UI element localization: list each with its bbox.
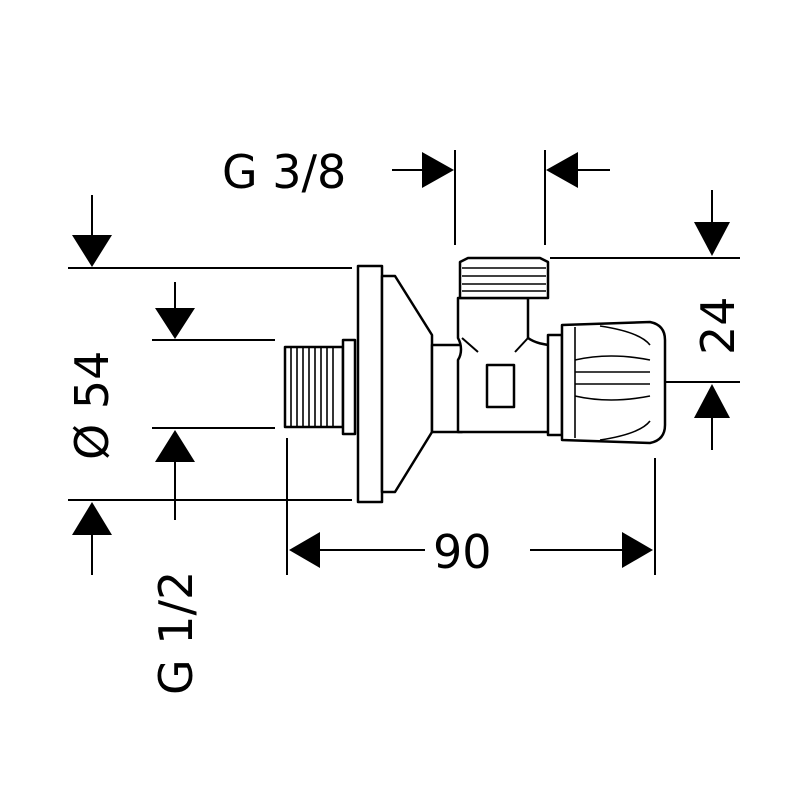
arrow-outlet-right xyxy=(546,152,578,188)
inlet-thread-ridges xyxy=(290,347,334,427)
body-waist-left xyxy=(461,337,479,353)
handle-grip-lines xyxy=(574,325,651,441)
overall-length-label: 90 xyxy=(433,525,492,579)
arrow-offset-bottom xyxy=(694,384,730,418)
arrow-dia-bottom xyxy=(72,502,112,535)
arrow-inlet-bottom xyxy=(155,430,195,462)
valve-body xyxy=(283,256,667,504)
arrow-length-left xyxy=(289,532,320,568)
arrowheads xyxy=(72,152,730,568)
arrow-length-right xyxy=(622,532,653,568)
arrow-outlet-left xyxy=(422,152,454,188)
body-waist-right xyxy=(514,337,529,353)
arrow-dia-top xyxy=(72,235,112,267)
arrow-inlet-top xyxy=(155,308,195,339)
handle-knob xyxy=(560,320,667,445)
outlet-nut xyxy=(458,256,550,300)
dimension-lines xyxy=(68,150,740,575)
outlet-thread-label: G 3/8 xyxy=(222,145,346,199)
body-window xyxy=(485,363,516,409)
flange-plate xyxy=(356,264,384,504)
flange-diameter-label: Ø 54 xyxy=(65,351,119,460)
inlet-thread xyxy=(283,345,345,429)
inlet-collar xyxy=(341,338,357,436)
inlet-thread-label: G 1/2 xyxy=(149,571,203,695)
outlet-nut-ridges xyxy=(462,267,546,292)
flange-cone xyxy=(380,274,434,494)
handle-base xyxy=(546,333,564,437)
outlet-offset-label: 24 xyxy=(691,296,745,355)
arrow-offset-top xyxy=(694,222,730,256)
